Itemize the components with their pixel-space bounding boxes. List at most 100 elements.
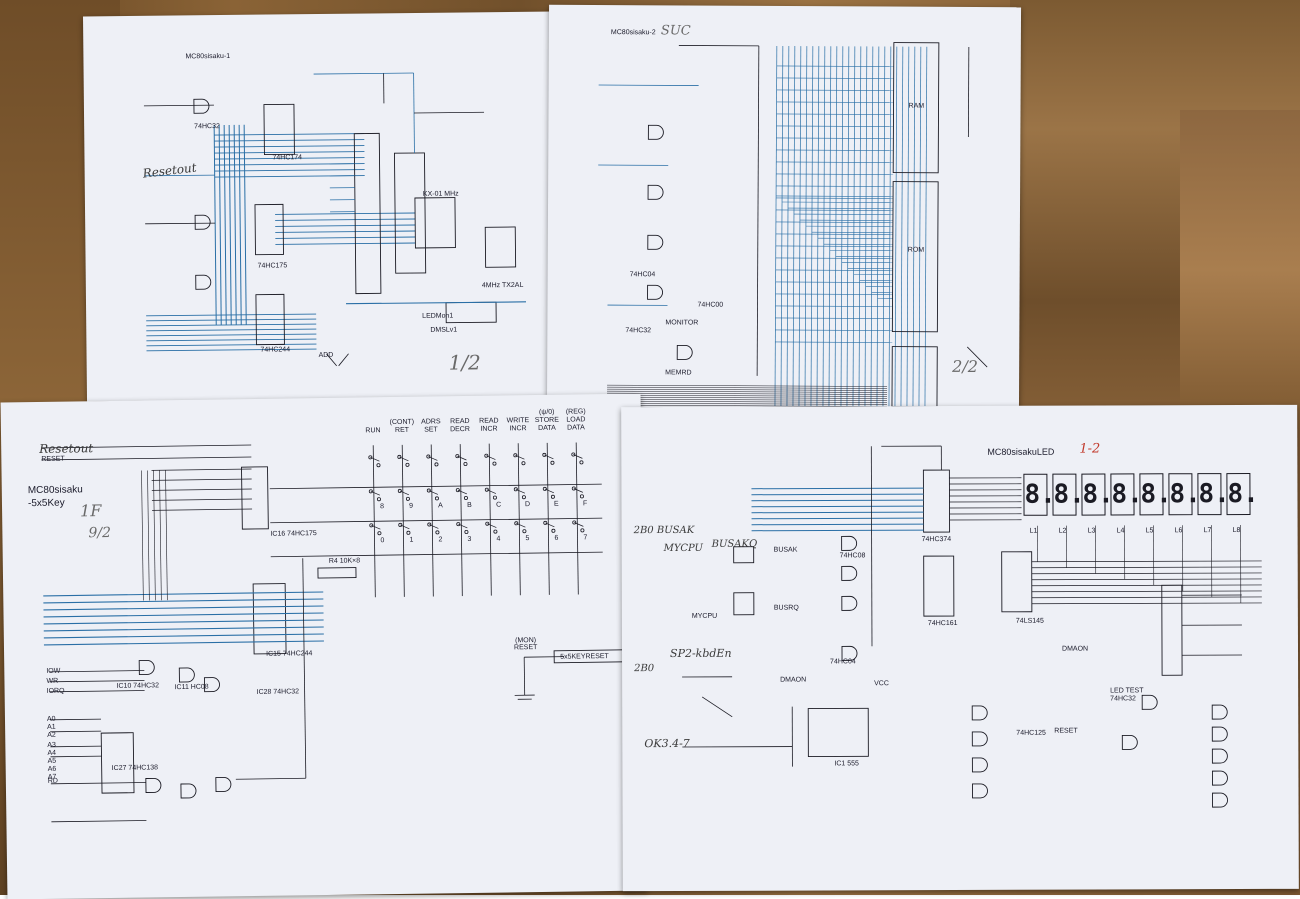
wire <box>799 46 801 406</box>
key-label: A <box>438 502 443 509</box>
switch-contact <box>464 462 467 465</box>
handwritten-note: SP2-kbdEn <box>670 647 732 660</box>
wire <box>607 395 887 396</box>
signal-label: RESET <box>41 456 64 463</box>
chip-label: 74LS145 <box>1016 618 1044 625</box>
switch-contact <box>427 455 430 458</box>
key-label: 6 <box>554 535 558 542</box>
chip-outline <box>264 104 295 154</box>
wire <box>487 490 496 494</box>
wire <box>788 208 893 209</box>
wire <box>371 525 380 529</box>
wire <box>229 125 231 325</box>
wire <box>275 219 415 220</box>
chip-outline <box>892 347 937 407</box>
wire <box>776 270 893 271</box>
key-label: B <box>467 502 472 509</box>
sheet-title: MC80sisaku-1 <box>185 53 230 60</box>
switch-contact <box>456 454 459 457</box>
wire <box>234 125 236 325</box>
logic-gate <box>179 668 194 682</box>
wire <box>775 330 892 331</box>
sheet-title: MC80sisakuLED <box>987 448 1054 457</box>
wire <box>44 634 324 638</box>
wire <box>429 524 438 528</box>
logic-gate <box>842 566 857 580</box>
logic-gate <box>216 777 231 791</box>
switch-contact <box>406 463 409 466</box>
key-label: D <box>525 501 530 508</box>
signal-label: A1 <box>47 724 56 731</box>
signal-label: A7 <box>48 774 57 781</box>
wire <box>776 138 893 139</box>
wire <box>752 518 924 519</box>
wire <box>275 243 415 244</box>
logic-gate <box>139 660 154 674</box>
wire <box>50 731 101 732</box>
wire <box>607 387 887 388</box>
wire <box>1032 567 1262 568</box>
key-label: F <box>583 500 587 507</box>
logic-gate <box>648 285 663 299</box>
wire <box>895 47 897 407</box>
switch-contact <box>465 530 468 533</box>
logic-gate <box>195 215 210 229</box>
wire <box>219 125 221 325</box>
digit-label: L2 <box>1059 528 1067 535</box>
chip-label: 74HC32 <box>1110 695 1136 702</box>
logic-gate <box>1122 735 1137 749</box>
wire <box>776 162 893 163</box>
logic-gate <box>648 235 663 249</box>
wire <box>607 391 887 392</box>
wire <box>775 318 892 319</box>
signal-label: A0 <box>47 716 56 723</box>
switch-contact <box>493 462 496 465</box>
switch-contact <box>493 496 496 499</box>
chip-outline <box>923 470 949 532</box>
wire <box>146 334 316 336</box>
wire <box>145 223 215 224</box>
switch-contact <box>435 463 438 466</box>
wire <box>142 471 144 601</box>
chip-outline <box>485 227 515 267</box>
chip-outline <box>446 302 496 323</box>
key-label: 1 <box>409 537 413 544</box>
seven-segment-digit: 8. <box>1023 474 1047 516</box>
handwritten-note: 1F <box>80 501 102 520</box>
key-header-bottom: INCR <box>504 425 532 432</box>
wire <box>751 494 923 495</box>
wire <box>1032 591 1262 592</box>
switch-contact <box>572 487 575 490</box>
wire <box>144 105 214 106</box>
handwritten-note: 2B0 <box>634 663 654 674</box>
wire <box>244 125 246 325</box>
wire <box>776 222 893 223</box>
wire <box>146 329 316 331</box>
wire <box>236 778 306 779</box>
wire <box>215 170 365 172</box>
logic-gate <box>1212 705 1227 719</box>
key-header-top: (REG) <box>562 408 590 415</box>
wire <box>607 403 887 404</box>
wire <box>429 490 438 494</box>
wire <box>793 46 795 406</box>
wire <box>782 202 893 203</box>
switch-contact <box>398 455 401 458</box>
key-header-bottom: RUN <box>359 427 387 434</box>
signal-label: BUSRQ <box>774 605 799 612</box>
wire <box>339 354 349 366</box>
switch-contact <box>377 464 380 467</box>
chip-outline <box>1162 585 1182 675</box>
wire <box>1032 585 1262 586</box>
key-label: 2 <box>438 536 442 543</box>
chip-outline <box>318 568 356 579</box>
wire <box>275 237 415 238</box>
logic-gate <box>181 784 196 798</box>
wire <box>574 488 583 492</box>
seven-segment-digit: 8. <box>1110 473 1134 515</box>
wire <box>152 489 252 490</box>
wire <box>777 66 894 67</box>
switch-contact <box>551 495 554 498</box>
wire <box>524 657 564 658</box>
